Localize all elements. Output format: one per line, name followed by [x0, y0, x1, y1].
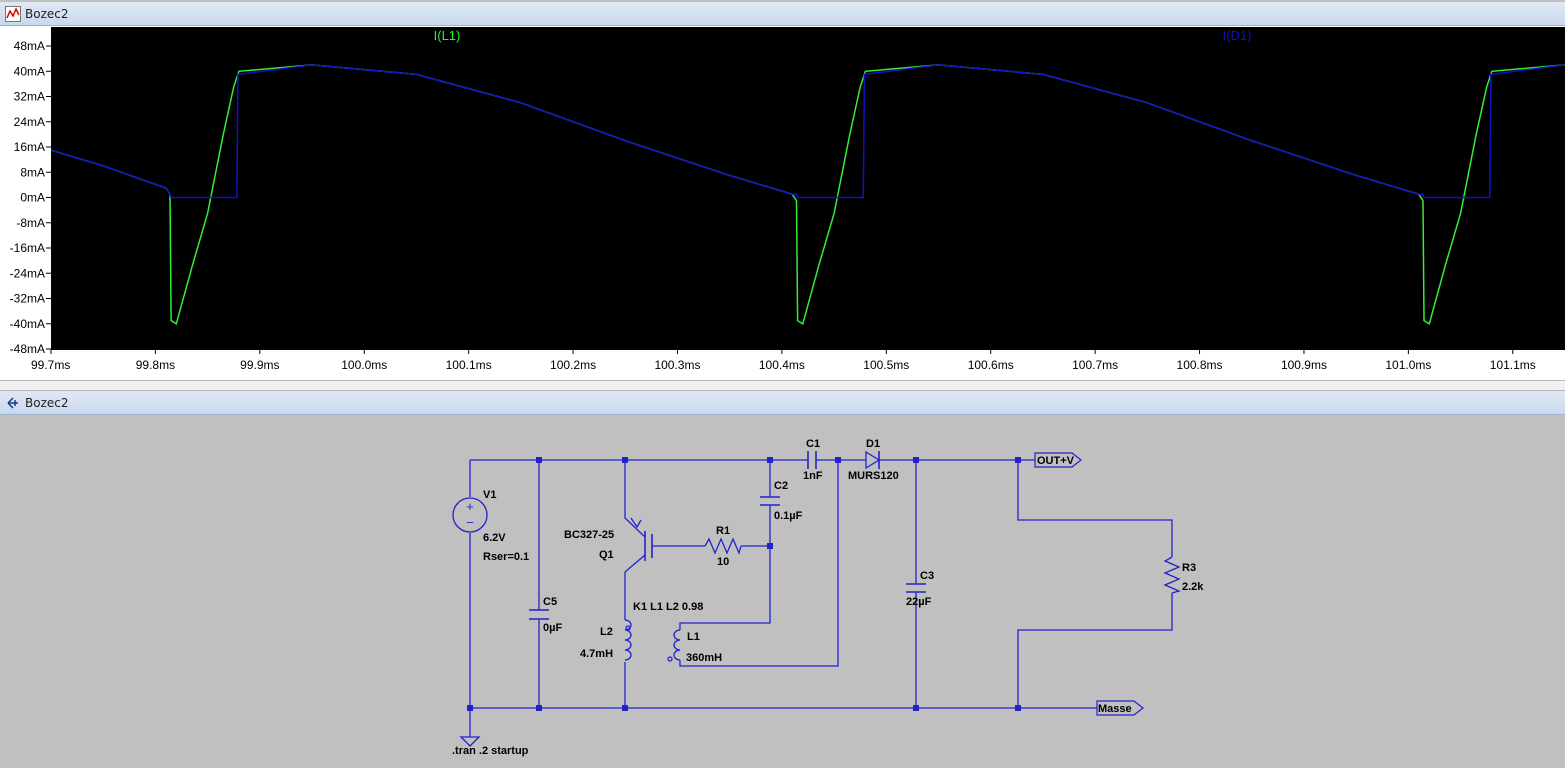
x-tick-label: 101.0ms — [1385, 358, 1431, 372]
net-label-out[interactable]: OUT+V — [1034, 452, 1082, 468]
y-tick-label: 24mA — [14, 115, 45, 129]
c1-name-label[interactable]: C1 — [806, 438, 820, 450]
wire-r3[interactable] — [1017, 460, 1173, 708]
x-tick-label: 100.7ms — [1072, 358, 1118, 372]
v1-value-label[interactable]: 6.2V — [483, 532, 506, 544]
q1-transistor[interactable] — [630, 517, 653, 561]
r3-name-label[interactable]: R3 — [1182, 562, 1196, 574]
y-tick-label: -48mA — [10, 342, 45, 356]
waveform-plot-pane[interactable]: 48mA 40mA 32mA 24mA 16mA 8mA 0mA -8mA -16mA -24mA… — [0, 26, 1565, 380]
x-tick-label: 100.0ms — [341, 358, 387, 372]
c3-capacitor[interactable] — [906, 583, 926, 593]
schematic-editor[interactable]: + − — [0, 415, 1565, 763]
c2-name-label[interactable]: C2 — [774, 480, 788, 492]
x-tick-label: 100.2ms — [550, 358, 596, 372]
schematic-icon — [7, 397, 18, 409]
x-tick-label: 101.1ms — [1490, 358, 1536, 372]
c3-value-label[interactable]: 22µF — [906, 596, 932, 608]
x-tick-label: 100.9ms — [1281, 358, 1327, 372]
y-tick-label: -16mA — [10, 241, 45, 255]
legend-i-d1[interactable]: I(D1) — [1223, 28, 1252, 43]
schematic-window-titlebar[interactable]: Bozec2 — [0, 391, 1565, 415]
plot-background — [51, 27, 1565, 350]
wire-c2[interactable] — [679, 460, 771, 630]
waveform-chart[interactable]: 48mA 40mA 32mA 24mA 16mA 8mA 0mA -8mA -16mA -24mA… — [0, 26, 1565, 380]
ground-symbol[interactable] — [459, 736, 481, 747]
wire-l1-out[interactable] — [679, 460, 839, 667]
d1-name-label[interactable]: D1 — [866, 438, 880, 450]
net-label-out-text: OUT+V — [1037, 455, 1075, 467]
wire-q1-collector[interactable] — [624, 554, 646, 708]
r1-resistor[interactable] — [704, 537, 742, 555]
c1-capacitor[interactable] — [807, 451, 817, 469]
l2-name-label[interactable]: L2 — [600, 626, 613, 638]
schematic-canvas[interactable]: + − — [0, 415, 1565, 763]
l1-name-label[interactable]: L1 — [687, 631, 700, 643]
x-tick-label: 100.3ms — [654, 358, 700, 372]
d1-diode[interactable] — [865, 450, 881, 470]
l2-value-label[interactable]: 4.7mH — [580, 648, 613, 660]
v1-plus-sign: + — [466, 499, 474, 514]
c2-value-label[interactable]: 0.1µF — [774, 510, 803, 522]
x-tick-label: 100.6ms — [968, 358, 1014, 372]
c3-name-label[interactable]: C3 — [920, 570, 934, 582]
y-tick-label: 40mA — [14, 64, 45, 78]
x-tick-label: 100.1ms — [446, 358, 492, 372]
sim-directive[interactable]: .tran .2 startup — [452, 745, 529, 757]
l1-value-label[interactable]: 360mH — [686, 652, 722, 664]
y-tick-label: 48mA — [14, 39, 45, 53]
v1-voltage-source[interactable]: + − — [452, 497, 488, 533]
legend-i-l1[interactable]: I(L1) — [434, 28, 461, 43]
y-tick-label: -24mA — [10, 266, 45, 280]
net-label-gnd-text: Masse — [1098, 703, 1132, 715]
r1-name-label[interactable]: R1 — [716, 525, 730, 537]
x-tick-label: 99.7ms — [31, 358, 70, 372]
v1-minus-sign: − — [466, 515, 474, 530]
wire-q1-emitter[interactable] — [624, 460, 646, 538]
x-tick-label: 100.5ms — [863, 358, 909, 372]
v1-rser-label[interactable]: Rser=0.1 — [483, 551, 529, 563]
pane-splitter[interactable] — [0, 380, 1565, 391]
waveform-icon — [5, 6, 21, 22]
x-tick-label: 100.8ms — [1177, 358, 1223, 372]
coupling-directive[interactable]: K1 L1 L2 0.98 — [633, 601, 703, 613]
trace-i-d1[interactable] — [50, 64, 1565, 199]
c5-name-label[interactable]: C5 — [543, 596, 557, 608]
x-tick-label: 99.8ms — [136, 358, 175, 372]
net-label-gnd[interactable]: Masse — [1096, 700, 1144, 716]
r1-value-label[interactable]: 10 — [717, 556, 729, 568]
q1-name-label[interactable]: Q1 — [599, 549, 614, 561]
c2-capacitor[interactable] — [760, 496, 780, 506]
v1-name-label[interactable]: V1 — [483, 489, 496, 501]
plot-window-titlebar[interactable]: Bozec2 — [0, 2, 1565, 26]
q1-model-label[interactable]: BC327-25 — [564, 529, 614, 541]
c1-value-label[interactable]: 1nF — [803, 470, 823, 482]
r3-resistor[interactable] — [1163, 556, 1181, 594]
y-tick-label: -8mA — [16, 216, 45, 230]
y-tick-label: 8mA — [20, 165, 45, 179]
plot-window-title: Bozec2 — [25, 7, 69, 21]
x-tick-label: 99.9ms — [240, 358, 279, 372]
trace-i-l1[interactable] — [50, 64, 1565, 325]
y-tick-label: 16mA — [14, 140, 45, 154]
y-tick-label: 0mA — [20, 191, 45, 205]
l2-inductor[interactable] — [624, 619, 632, 661]
r3-value-label[interactable]: 2.2k — [1182, 581, 1204, 593]
l1-inductor[interactable] — [667, 629, 681, 662]
y-tick-label: -32mA — [10, 292, 45, 306]
c5-capacitor[interactable] — [529, 609, 549, 620]
y-tick-label: -40mA — [10, 317, 45, 331]
schematic-window-title: Bozec2 — [25, 396, 69, 410]
c5-value-label[interactable]: 0µF — [543, 622, 562, 634]
d1-model-label[interactable]: MURS120 — [848, 470, 899, 482]
junctions — [467, 457, 1021, 711]
x-tick-label: 100.4ms — [759, 358, 805, 372]
y-tick-label: 32mA — [14, 90, 45, 104]
